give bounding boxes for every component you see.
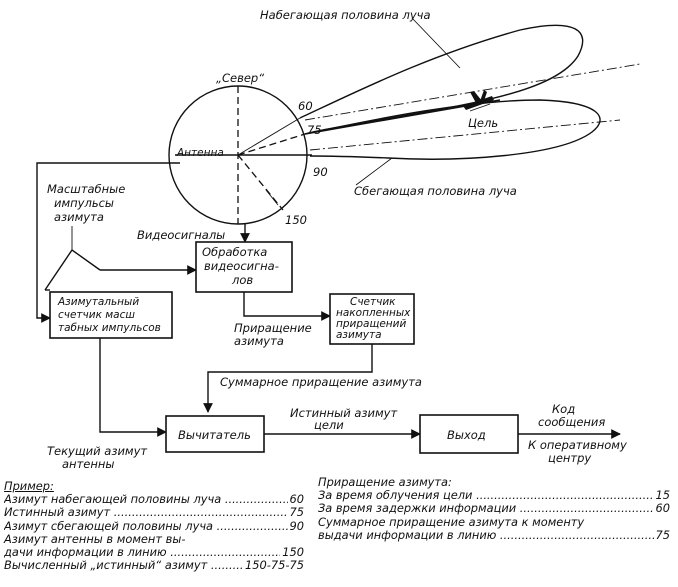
leader-bottom bbox=[355, 157, 393, 186]
radial-75 bbox=[237, 133, 306, 156]
example-row: Азимут сбегающей половины луча 90 bbox=[4, 518, 305, 533]
pulses-fork bbox=[44, 249, 101, 291]
video-processing-line-2: видеосигна- bbox=[204, 259, 279, 273]
video-signals-label: Видеосигналы bbox=[137, 228, 225, 242]
target-label: Цель bbox=[468, 116, 498, 130]
trailing-beam-lobe bbox=[304, 99, 601, 160]
example-row-text: Азимут сбегающей половины луча bbox=[4, 520, 288, 533]
beam-axis-bottom bbox=[309, 119, 621, 151]
increment-row: За время задержки информации 60 bbox=[318, 502, 670, 515]
radial-150 bbox=[237, 154, 284, 211]
video-processing-line-1: Обработка bbox=[202, 245, 267, 259]
true-azimuth-label-2: цели bbox=[314, 418, 344, 432]
to-center-label-2: центру bbox=[548, 451, 591, 465]
video-processing-line-3: лов bbox=[231, 273, 253, 287]
angle-90: 90 bbox=[313, 165, 328, 179]
leading-beam-label: Набегающая половина луча bbox=[260, 8, 431, 22]
increment-counter-line-4: азимута bbox=[336, 329, 382, 341]
increment-counter-line-2: накопленных bbox=[336, 307, 411, 319]
north-label: „Север“ bbox=[216, 71, 264, 85]
increment-to-subtractor-line bbox=[203, 344, 373, 413]
example-computed-row: Вычисленный „истинный“ азимут 150-75-75 bbox=[4, 559, 304, 572]
increment-total-value: 75 bbox=[655, 527, 671, 542]
message-code-label-2: сообщения bbox=[538, 415, 605, 429]
example-row: Истинный азимут 75 bbox=[4, 506, 304, 519]
output-label: Выход bbox=[447, 428, 486, 442]
counter-to-subtractor-line bbox=[99, 338, 167, 437]
output-box bbox=[419, 414, 519, 454]
increment-row-value: 15 bbox=[655, 488, 671, 503]
processing-to-increment-line bbox=[243, 292, 331, 321]
increment-row-text: За время облучения цели bbox=[318, 489, 654, 502]
radial-60 bbox=[237, 117, 301, 156]
scale-pulses-label-2: импульсы bbox=[54, 196, 114, 210]
trailing-beam-label: Сбегающая половина луча bbox=[354, 184, 517, 198]
example-heading: Пример: bbox=[4, 479, 54, 493]
example-row: Азимут набегающей половины луча 60 bbox=[4, 493, 304, 506]
increment-total-row: выдачи информации в линию 75 bbox=[318, 527, 671, 542]
scale-pulses-label-1: Масштабные bbox=[47, 182, 125, 196]
subtractor-label: Вычитатель bbox=[178, 428, 251, 442]
angle-75: 75 bbox=[307, 123, 322, 137]
example-row-value: 60 bbox=[289, 492, 305, 507]
increment-row-value: 60 bbox=[655, 501, 671, 516]
increment-counter-line-1: Счетчик bbox=[350, 296, 396, 308]
increment-counter-line-3: приращений bbox=[336, 318, 406, 330]
true-azimuth-label-1: Истинный азимут bbox=[290, 406, 397, 420]
leading-beam-lobe bbox=[299, 24, 584, 135]
increment-heading: Приращение азимута: bbox=[318, 475, 452, 489]
example-row-text: Азимут набегающей половины луча bbox=[4, 493, 288, 506]
azimuth-counter-line-3: табных импульсов bbox=[58, 322, 161, 334]
example-antenna-value: 150 bbox=[282, 545, 304, 560]
antenna-label: Антенна bbox=[176, 147, 224, 159]
leader-target bbox=[469, 103, 491, 112]
increment-row-text: За время задержки информации bbox=[318, 502, 654, 515]
current-azimuth-label-1: Текущий азимут bbox=[47, 444, 147, 458]
current-azimuth-label-2: антенны bbox=[62, 457, 114, 471]
radial-150-tick bbox=[265, 189, 279, 206]
antenna-to-counter-line bbox=[36, 162, 180, 323]
total-increment-label: Суммарное приращение азимута bbox=[220, 375, 422, 389]
example-notes: Пример: Азимут набегающей половины луча … bbox=[4, 479, 305, 572]
subtractor-box bbox=[165, 415, 265, 453]
azimuth-counter-box bbox=[49, 291, 173, 339]
scale-pulses-label-3: азимута bbox=[54, 210, 104, 224]
increment-total-line-1: Суммарное приращение азимута к моменту bbox=[318, 514, 585, 529]
example-antenna-row: дачи информации в линию 150 bbox=[4, 545, 304, 560]
azimuth-increment-label-2: азимута bbox=[234, 334, 284, 348]
angle-150: 150 bbox=[285, 213, 307, 227]
leader-top bbox=[411, 17, 461, 69]
azimuth-counter-line-1: Азимутальный bbox=[57, 296, 139, 308]
increment-row: За время облучения цели 15 bbox=[318, 489, 670, 502]
increment-notes: Приращение азимута: За время облучения ц… bbox=[318, 475, 671, 542]
message-code-label-1: Код bbox=[552, 402, 575, 416]
target-aircraft-icon bbox=[463, 90, 494, 110]
example-row-value: 90 bbox=[289, 518, 305, 533]
example-antenna-line-2: дачи информации в линию bbox=[4, 546, 280, 559]
example-computed-text: Вычисленный „истинный“ азимут bbox=[4, 559, 243, 572]
to-center-label-1: К оперативному bbox=[528, 438, 627, 452]
example-row-text: Истинный азимут bbox=[4, 506, 288, 519]
increment-total-line-2: выдачи информации в линию bbox=[318, 529, 654, 542]
example-computed-value: 150-75-75 bbox=[245, 558, 304, 573]
azimuth-increment-label-1: Приращение bbox=[234, 321, 312, 335]
video-processing-box bbox=[195, 241, 293, 293]
azimuth-counter-line-2: счетчик масш bbox=[58, 309, 135, 321]
example-antenna-line-1: Азимут антенны в момент вы- bbox=[4, 531, 186, 546]
angle-60: 60 bbox=[298, 99, 313, 113]
example-row-value: 75 bbox=[289, 505, 305, 520]
